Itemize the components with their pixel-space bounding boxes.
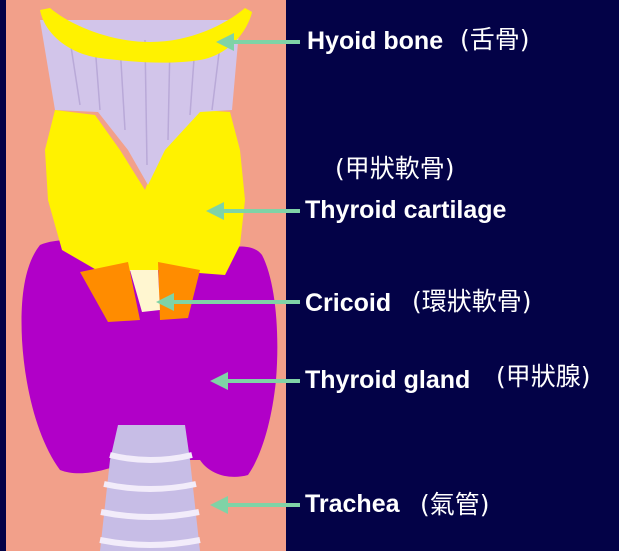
- hyoid-bone-label: Hyoid bone: [307, 29, 443, 54]
- trachea-label: Trachea: [305, 492, 400, 517]
- hyoid-bone-chinese-label: (舌骨): [460, 27, 530, 52]
- cricoid-chinese-label: (環狀軟骨): [412, 289, 532, 314]
- thyroid-gland-label: Thyroid gland: [305, 368, 470, 393]
- thyroid-cartilage-chinese-label: (甲狀軟骨): [335, 156, 455, 181]
- thyroid-cartilage-label: Thyroid cartilage: [305, 198, 506, 223]
- cricoid-label: Cricoid: [305, 291, 391, 316]
- trachea-chinese-label: (氣管): [420, 492, 490, 517]
- thyroid-gland-chinese-label: (甲狀腺): [496, 364, 591, 389]
